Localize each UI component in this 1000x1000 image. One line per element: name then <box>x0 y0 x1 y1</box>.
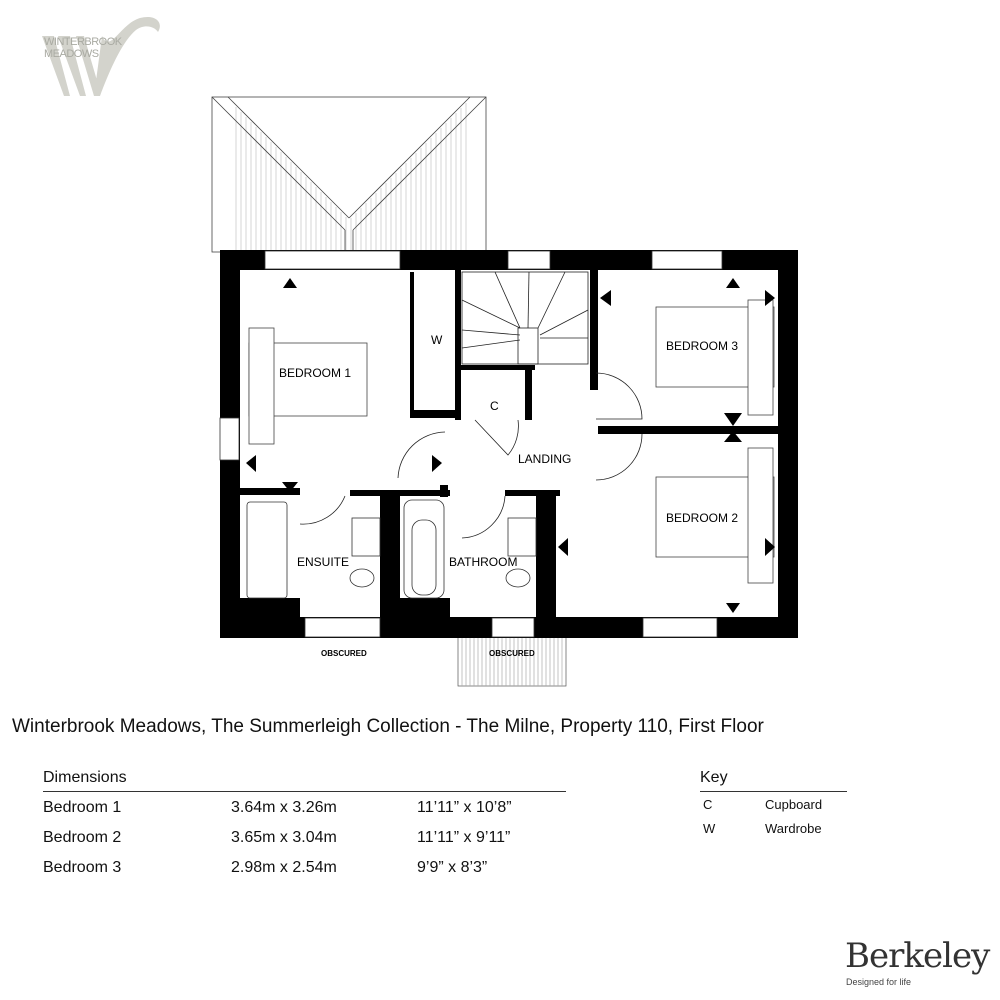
dim-imperial: 11’11” x 9’11” <box>417 829 511 846</box>
door-swings <box>299 372 643 539</box>
direction-markers <box>246 278 775 613</box>
dim-imperial: 11’11” x 10’8” <box>417 799 512 816</box>
staircase <box>461 271 589 365</box>
windows <box>219 250 723 638</box>
dimension-row: Bedroom 2 3.65m x 3.04m 11’11” x 9’11” <box>43 829 583 855</box>
roof-bay <box>211 96 487 253</box>
winterbrook-logo-text: WINTERBROOK MEADOWS <box>44 36 122 60</box>
key-code: W <box>703 821 716 836</box>
room-label-bedroom2: BEDROOM 2 <box>666 511 738 525</box>
key-divider <box>700 791 847 792</box>
dim-room: Bedroom 2 <box>43 829 122 846</box>
dimensions-divider <box>43 791 566 792</box>
logo-line1: WINTERBROOK <box>44 36 122 48</box>
winterbrook-monogram-logo <box>42 16 160 97</box>
key-heading: Key <box>700 769 728 786</box>
room-label-bathroom: BATHROOM <box>449 555 517 569</box>
dim-imperial: 9’9” x 8’3” <box>417 859 488 876</box>
floor-plan: BEDROOM 1 BEDROOM 3 BEDROOM 2 W C LANDIN… <box>211 96 798 687</box>
dim-room: Bedroom 3 <box>43 859 122 876</box>
obscured-label-ensuite: OBSCURED <box>321 649 367 658</box>
key-code: C <box>703 797 713 812</box>
room-label-wardrobe: W <box>431 333 443 347</box>
room-label-landing: LANDING <box>518 452 571 466</box>
obscured-label-bathroom: OBSCURED <box>489 649 535 658</box>
porch-canopy <box>457 636 567 687</box>
dim-metric: 2.98m x 2.54m <box>231 859 337 876</box>
dimensions-heading: Dimensions <box>43 769 127 786</box>
room-label-cupboard: C <box>490 399 499 413</box>
dim-metric: 3.65m x 3.04m <box>231 829 337 846</box>
key-label: Wardrobe <box>765 821 822 836</box>
room-label-bedroom3: BEDROOM 3 <box>666 339 738 353</box>
sanitaryware <box>246 499 537 599</box>
dimension-row: Bedroom 1 3.64m x 3.26m 11’11” x 10’8” <box>43 799 583 825</box>
room-label-ensuite: ENSUITE <box>297 555 349 569</box>
dimension-row: Bedroom 3 2.98m x 2.54m 9’9” x 8’3” <box>43 859 583 885</box>
dim-metric: 3.64m x 3.26m <box>231 799 337 816</box>
beds <box>248 299 775 584</box>
key-label: Cupboard <box>765 797 823 812</box>
berkeley-tagline: Designed for life <box>846 977 912 987</box>
berkeley-logo: Berkeley <box>845 936 990 976</box>
plan-title: Winterbrook Meadows, The Summerleigh Col… <box>12 716 764 737</box>
room-label-bedroom1: BEDROOM 1 <box>279 366 351 380</box>
logo-line2: MEADOWS <box>44 48 99 60</box>
dim-room: Bedroom 1 <box>43 799 122 816</box>
